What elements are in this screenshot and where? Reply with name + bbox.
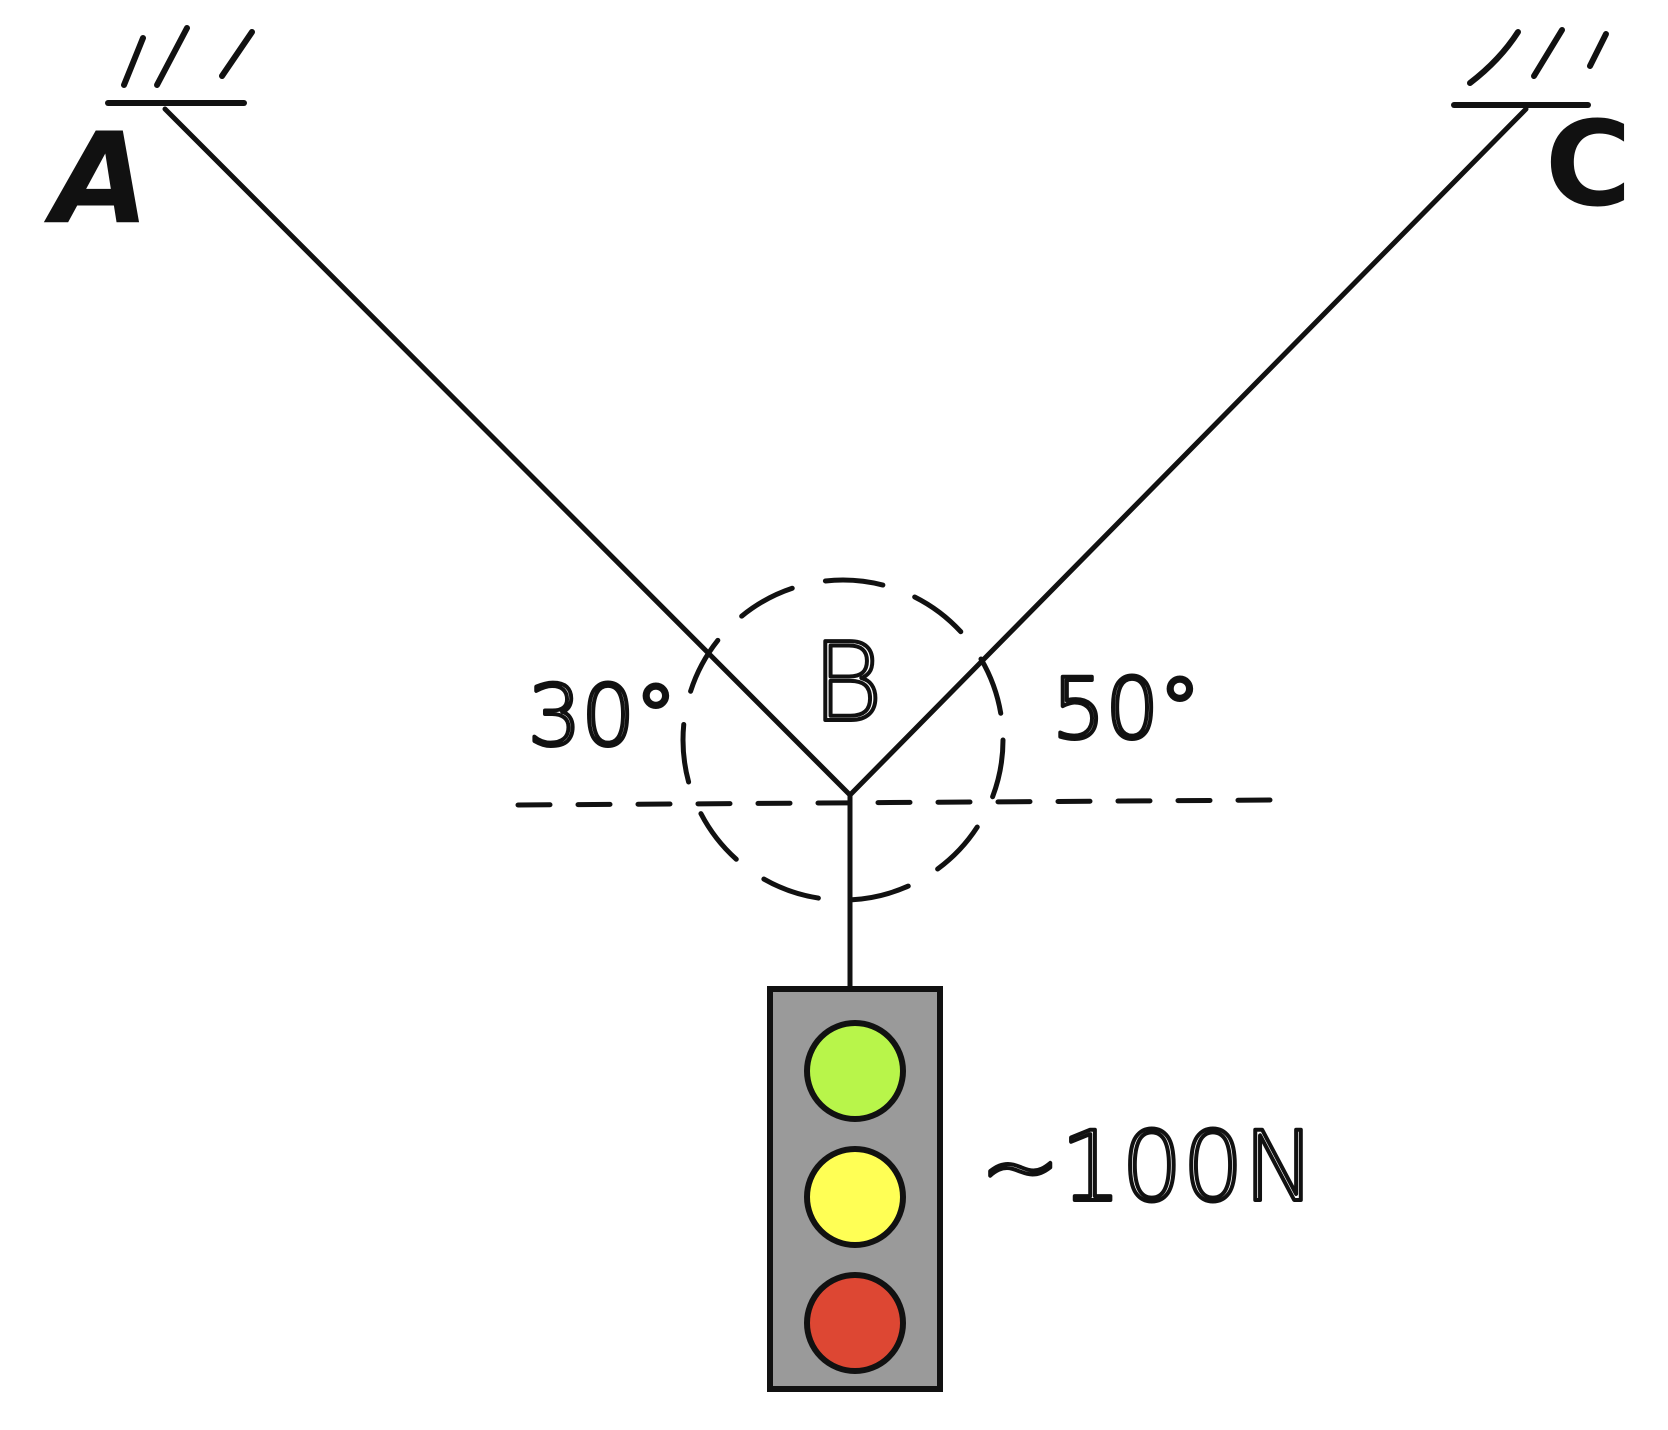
hatch-mark [121,35,146,88]
hatch-mark [1587,31,1609,69]
hatch-mark [1467,29,1521,86]
cable-cb [847,106,1529,798]
label-b: B [812,621,883,746]
joint-b-circle [680,577,1006,903]
hatch-mark [1531,27,1565,79]
angle-30-label: 30° [528,667,677,765]
weight-label: ~100N [980,1111,1315,1223]
label-c: C [1545,95,1632,233]
hatch-mark [219,29,255,79]
hatch-mark [154,25,190,88]
yellow-lamp [804,1146,906,1248]
cable-ab [162,106,853,798]
green-lamp [804,1020,906,1122]
angle-50-label: 50° [1052,660,1201,758]
support-a [105,25,255,106]
label-a: A [43,105,150,252]
traffic-light [767,986,943,1392]
horizontal-reference-line [515,797,1281,808]
red-lamp [804,1272,906,1374]
support-c [1451,27,1609,108]
